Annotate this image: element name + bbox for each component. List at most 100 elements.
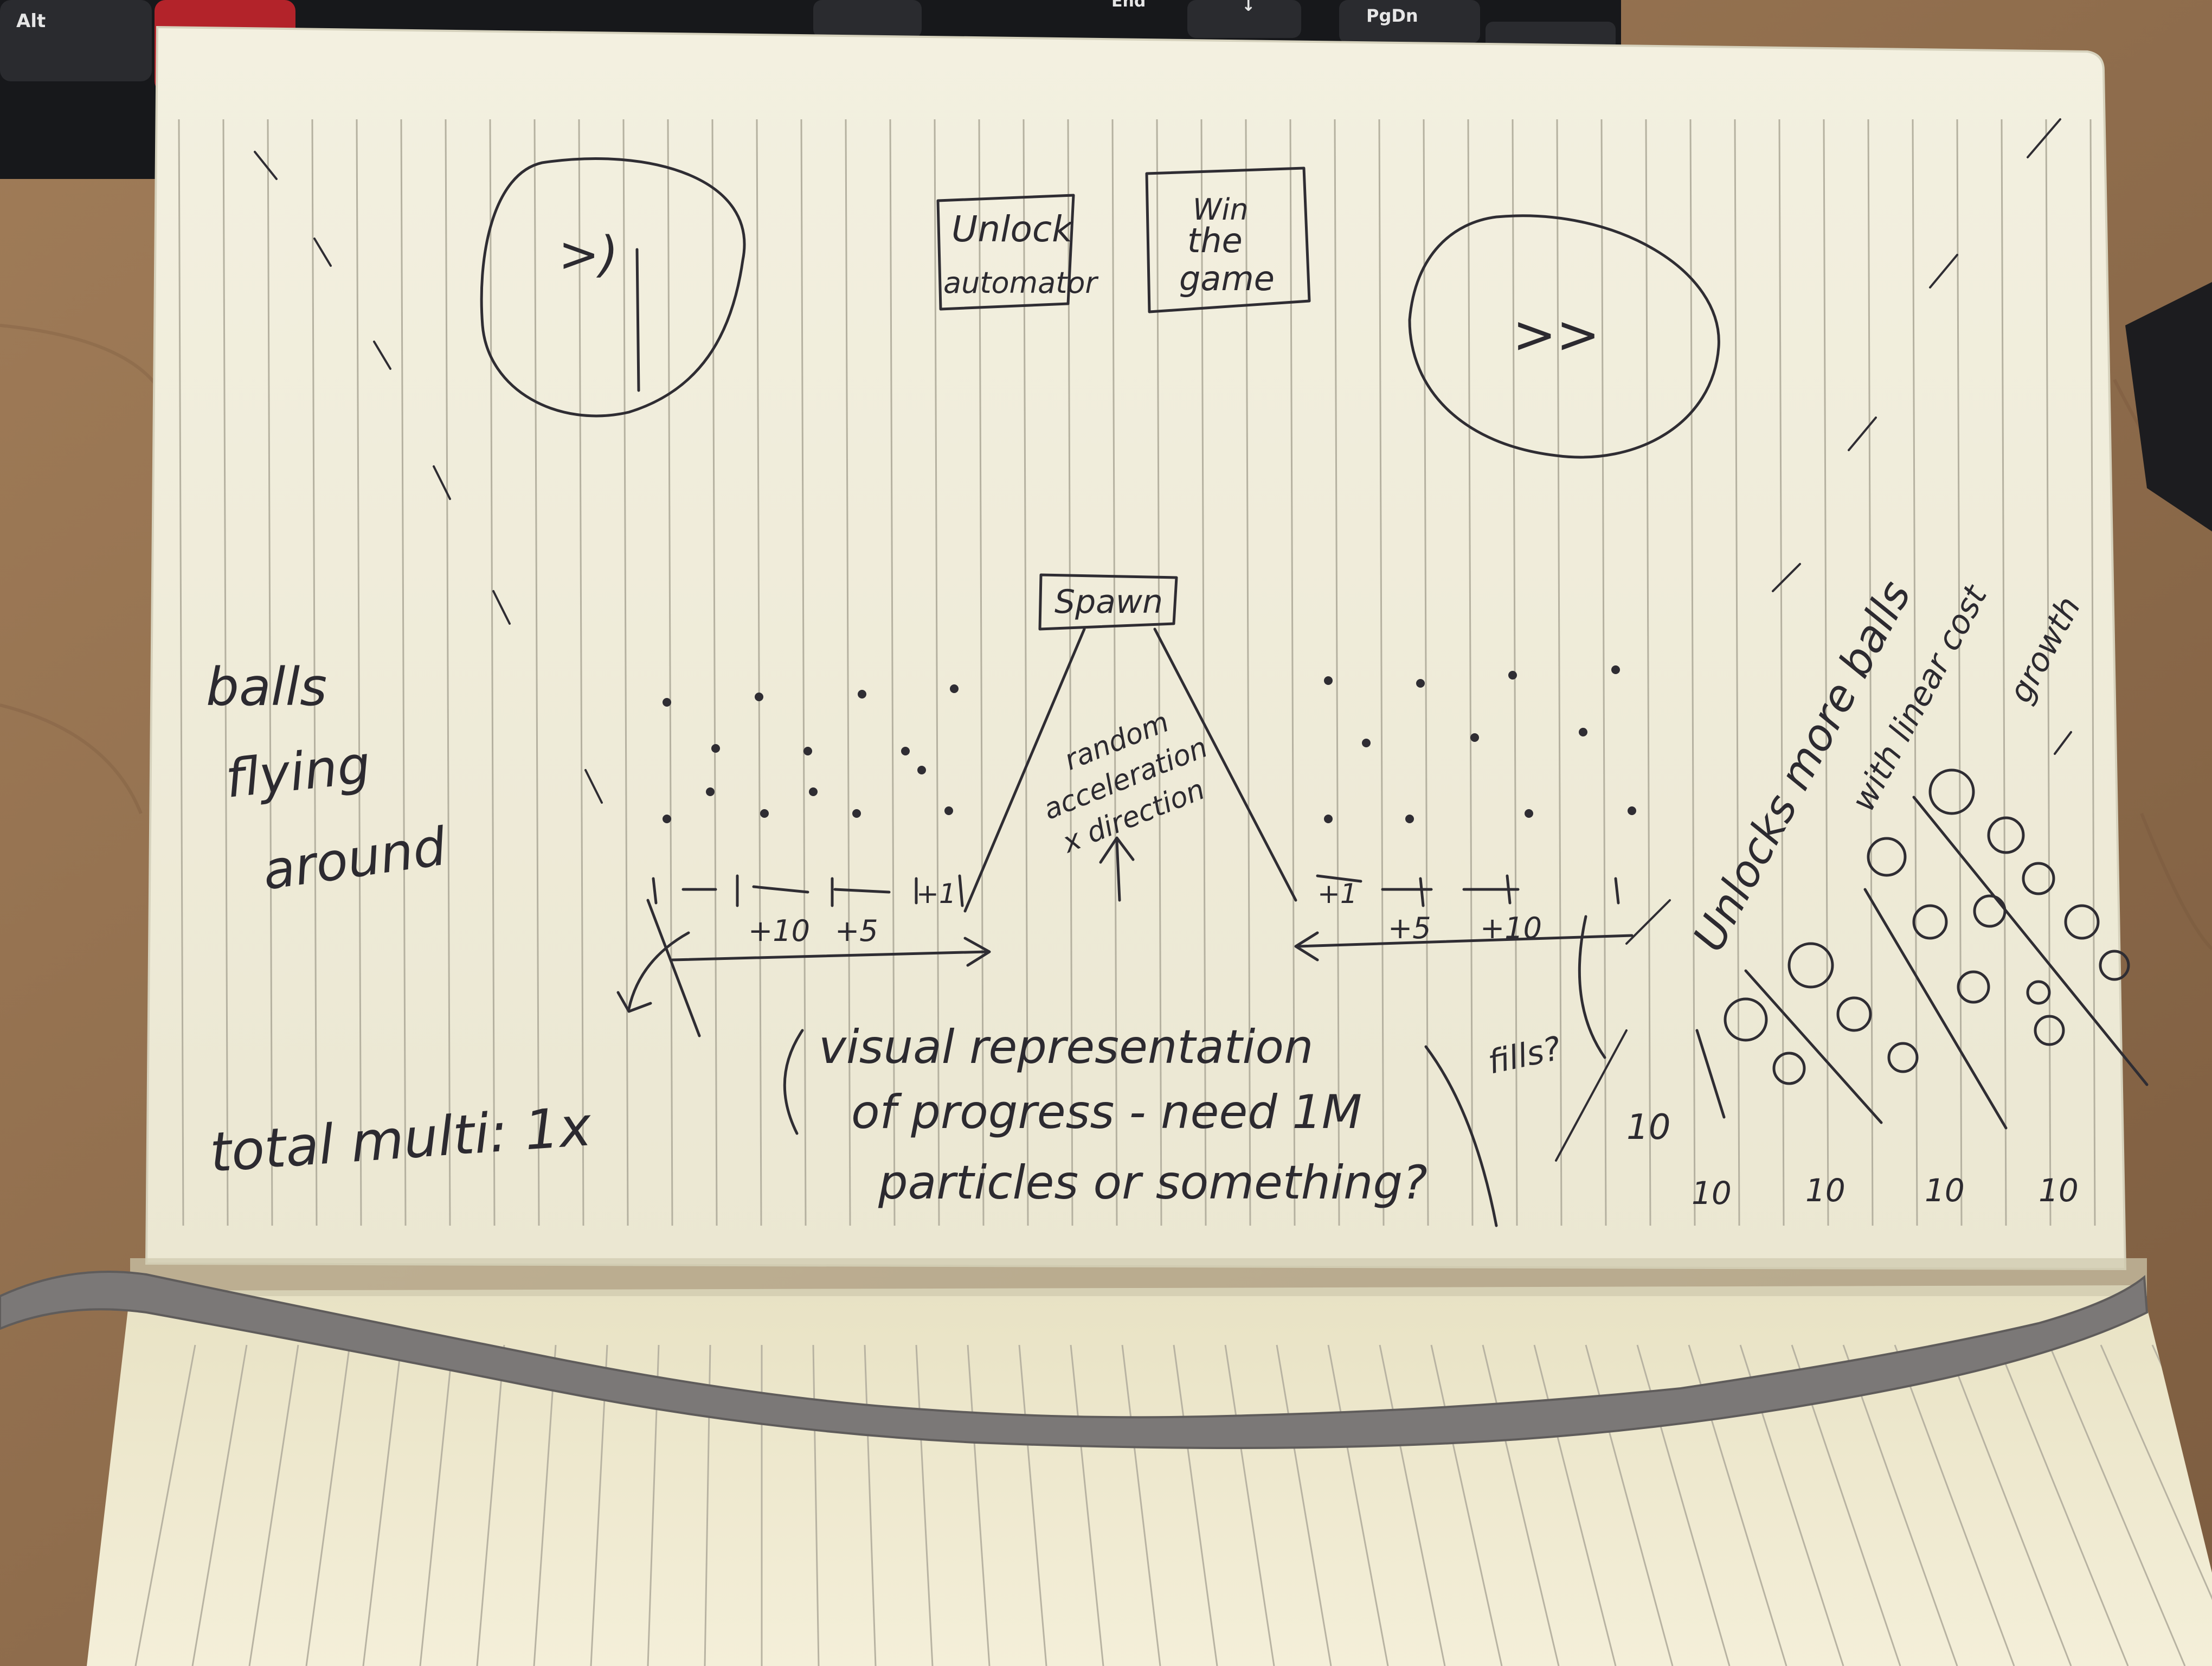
svg-text:+5: +5 — [835, 914, 878, 948]
unlock-ball — [1912, 904, 1948, 940]
svg-text:balls: balls — [206, 657, 327, 717]
column-cost-2: 10 — [1805, 1172, 1846, 1209]
page-rule — [1533, 1344, 1617, 1666]
unlock-ball — [2064, 904, 2100, 940]
ball-dot — [663, 815, 671, 823]
page-rule — [1276, 1344, 1332, 1666]
random-arrow — [1099, 836, 1135, 902]
page-rule — [889, 119, 896, 1226]
page-rule — [1482, 1344, 1560, 1666]
svg-text:of progress - need 1M: of progress - need 1M — [851, 1085, 1362, 1139]
ball-dot — [1525, 809, 1533, 818]
page-rule — [1224, 1344, 1275, 1666]
left-circle-stroke — [635, 248, 640, 392]
page-rule — [1600, 119, 1607, 1226]
page-rule — [864, 1344, 877, 1666]
page-rule — [667, 119, 673, 1226]
page-rule — [578, 119, 584, 1226]
page-rule — [1556, 119, 1562, 1226]
key-down-label: ↓ — [1242, 0, 1255, 15]
win-box-line-3: game — [1179, 259, 1275, 298]
ball-dot — [1405, 815, 1414, 823]
page-rule — [311, 119, 318, 1226]
right-circle-glyph: >> — [1513, 304, 1600, 365]
page-rule — [222, 119, 229, 1226]
svg-text:flying: flying — [223, 734, 374, 810]
ball-dot — [1470, 733, 1479, 742]
page-rule — [1645, 119, 1651, 1226]
funnel-left-line — [963, 627, 1086, 913]
unlock-ball — [1867, 837, 1907, 877]
unlock-automator-box — [936, 194, 1075, 311]
page-rule — [356, 119, 362, 1226]
page-rule — [622, 119, 629, 1226]
bottom-page-rules — [134, 1344, 2212, 1666]
page-rule — [1289, 119, 1296, 1226]
page-rule — [1121, 1344, 1161, 1666]
unlock-ball — [1787, 942, 1834, 989]
page-rule — [1018, 1344, 1047, 1666]
notebook-top-page — [145, 25, 2127, 1271]
page-rule — [2048, 1344, 2186, 1666]
ball-dot — [852, 809, 861, 818]
page-rule — [2089, 119, 2096, 1226]
page-rule — [711, 119, 718, 1226]
ball-dot — [755, 693, 763, 701]
page-rule — [800, 119, 807, 1226]
unlock-ball — [1724, 997, 1768, 1042]
ball-dot — [809, 787, 818, 796]
win-box-line-2: the — [1187, 221, 1243, 260]
svg-text:+5: +5 — [1388, 911, 1431, 945]
unlock-ball — [1772, 1052, 1806, 1085]
unlock-ball — [2022, 862, 2055, 895]
win-box-line-1: Win — [1193, 193, 1249, 227]
page-rule — [1894, 1344, 2015, 1666]
page-rule — [1956, 119, 1963, 1226]
stray-strokes — [254, 118, 2072, 804]
ball-dot — [1628, 806, 1636, 815]
page-rule — [400, 119, 407, 1226]
page-rule — [845, 119, 851, 1226]
unlock-ball — [1973, 894, 2007, 928]
page-rule — [476, 1344, 505, 1666]
page-rule — [1997, 1344, 2129, 1666]
page-rule — [978, 119, 985, 1226]
svg-text:+1: +1 — [1317, 878, 1358, 909]
page-rule — [1778, 119, 1785, 1226]
page-rule — [445, 119, 451, 1226]
spawn-label: Spawn — [1054, 583, 1163, 621]
left-bins: +10 +5 +1 — [652, 874, 964, 948]
ball-dot — [1362, 739, 1371, 747]
right-circle-button — [1408, 214, 1720, 459]
ball-dot — [858, 690, 866, 699]
key-end-label: End — [1111, 0, 1146, 11]
top-page-rules — [178, 119, 2096, 1226]
page-rule — [1379, 1344, 1446, 1666]
unlock-ball — [2099, 950, 2130, 981]
page-rule — [1378, 119, 1385, 1226]
ball-dot — [706, 787, 715, 796]
page-rule — [419, 1344, 454, 1666]
page-rule — [533, 119, 540, 1226]
svg-text:+1: +1 — [916, 878, 956, 909]
unlock-box-line-2: automator — [943, 266, 1098, 300]
page-rule — [1734, 119, 1740, 1226]
ball-dot — [1324, 815, 1333, 823]
page-rule — [362, 1344, 402, 1666]
page-rule — [533, 1344, 557, 1666]
ball-dot — [803, 747, 812, 755]
ball-dot — [901, 747, 910, 755]
unlock-ball — [1987, 816, 2025, 854]
page-rule — [915, 1344, 934, 1666]
funnel-right-line — [1153, 627, 1297, 902]
ball-dot — [663, 698, 671, 707]
page-rule — [756, 119, 762, 1226]
ball-dot — [950, 684, 959, 693]
unlock-ball — [2026, 980, 2051, 1005]
page-rule — [1945, 1344, 2072, 1666]
page-rule — [967, 1344, 991, 1666]
unlock-ball — [1957, 970, 1990, 1004]
page-rule — [1689, 119, 1696, 1226]
page-rule — [1334, 119, 1340, 1226]
